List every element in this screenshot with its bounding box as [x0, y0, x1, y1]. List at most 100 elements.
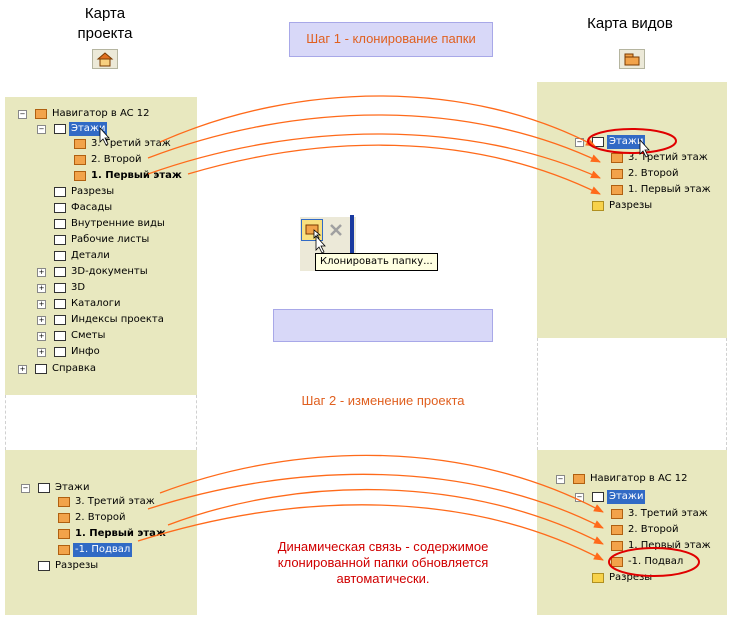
- clone-folder-icon: [305, 224, 322, 240]
- tree-item-label: 3. Третий этаж: [91, 138, 171, 149]
- tree-item-label: Детали: [71, 250, 110, 261]
- dynamic-link-description: Динамическая связь - содержимое клониров…: [233, 539, 533, 587]
- collapse-icon[interactable]: −: [575, 138, 584, 147]
- stories-icon: [592, 492, 604, 502]
- tree-item-label: 3. Третий этаж: [75, 496, 155, 507]
- house-icon: [573, 474, 585, 484]
- view-folder-icon: [624, 53, 640, 66]
- clone-tooltip: Клонировать папку...: [315, 253, 438, 271]
- tree-item-label: Этажи: [607, 490, 646, 504]
- separator-left: [5, 395, 197, 450]
- schedule-icon: [54, 299, 66, 309]
- delete-button[interactable]: [326, 220, 346, 240]
- folder-icon: [58, 545, 70, 555]
- tree-item-label: 1. Первый этаж: [628, 540, 711, 551]
- tree-item-label: Разрезы: [609, 200, 653, 211]
- stories-icon: [38, 483, 50, 493]
- tree-item-label: Навигатор в AC 12: [590, 473, 688, 484]
- folder-icon: [74, 171, 86, 181]
- yellow-folder-icon: [592, 573, 604, 583]
- link-arrow: [147, 114, 601, 163]
- expand-icon[interactable]: +: [37, 300, 46, 309]
- folder-icon: [611, 541, 623, 551]
- project-map-button[interactable]: [92, 49, 118, 69]
- expand-icon[interactable]: +: [37, 284, 46, 293]
- tree-item-label: -1. Подвал: [73, 543, 133, 557]
- tree-item-label: Разрезы: [609, 572, 653, 583]
- tree-item-label: Фасады: [71, 202, 113, 213]
- project-map-heading: Карта проекта: [50, 4, 160, 44]
- expand-icon[interactable]: +: [37, 348, 46, 357]
- expand-icon[interactable]: +: [37, 316, 46, 325]
- close-icon: [330, 224, 342, 236]
- tree-item-label: 1. Первый этаж: [628, 184, 711, 195]
- expand-icon[interactable]: +: [18, 365, 27, 374]
- interior-icon: [54, 219, 66, 229]
- folder-icon: [611, 509, 623, 519]
- tree-item-label: 1. Первый этаж: [75, 528, 166, 539]
- tree-item-label: Рабочие листы: [71, 234, 150, 245]
- folder-icon: [611, 557, 623, 567]
- tree-item-label: Индексы проекта: [71, 314, 164, 325]
- view-map-heading: Карта видов: [587, 15, 673, 32]
- folder-icon: [611, 169, 623, 179]
- tree-item-label: 1. Первый этаж: [91, 170, 182, 181]
- tree-item-label: Этажи: [607, 135, 646, 149]
- folder-icon: [611, 153, 623, 163]
- clone-toolbar-edge: [350, 215, 354, 271]
- tree-item-label: 2. Второй: [91, 154, 142, 165]
- link-arrow: [147, 473, 604, 529]
- detail-icon: [54, 251, 66, 261]
- help-icon: [35, 364, 47, 374]
- elevation-icon: [54, 203, 66, 213]
- tree-item-label: 2. Второй: [628, 168, 679, 179]
- folder-icon: [611, 525, 623, 535]
- tree-item-label: Сметы: [71, 330, 106, 341]
- step1-label: Шаг 1 - клонирование папки: [306, 31, 476, 46]
- step2-box: [273, 309, 493, 342]
- tree-item-label: 3. Третий этаж: [628, 152, 708, 163]
- tree-item-label: 3D-документы: [71, 266, 148, 277]
- tree-item-label: Каталоги: [71, 298, 121, 309]
- tree-item-label: Навигатор в AC 12: [52, 108, 150, 119]
- clone-button[interactable]: [301, 219, 323, 241]
- folder-icon: [58, 497, 70, 507]
- expand-icon[interactable]: +: [37, 268, 46, 277]
- view-map-button[interactable]: [619, 49, 645, 69]
- collapse-icon[interactable]: −: [556, 475, 565, 484]
- tree-item-label: -1. Подвал: [628, 556, 684, 567]
- collapse-icon[interactable]: −: [575, 493, 584, 502]
- yellow-folder-icon: [592, 201, 604, 211]
- house-icon: [96, 52, 114, 67]
- step2-label: Шаг 2 - изменение проекта: [301, 393, 465, 408]
- section-icon: [54, 187, 66, 197]
- description-line2: клонированной папки обновляется: [277, 555, 489, 570]
- tree-item-label: Справка: [52, 363, 97, 374]
- project-map-heading-line2: проекта: [77, 25, 133, 42]
- house-icon: [35, 109, 47, 119]
- tree-item-label: 2. Второй: [628, 524, 679, 535]
- tree-item-label: 2. Второй: [75, 512, 126, 523]
- collapse-icon[interactable]: −: [37, 125, 46, 134]
- stories-icon: [592, 137, 604, 147]
- project-map-heading-line1: Карта: [84, 5, 126, 22]
- stories-icon: [54, 124, 66, 134]
- info-icon: [54, 347, 66, 357]
- tree-item-label: Этажи: [55, 482, 90, 493]
- link-arrow: [159, 95, 596, 147]
- 3d-doc-icon: [54, 267, 66, 277]
- tree-item-label: Инфо: [71, 346, 100, 357]
- 3d-icon: [54, 283, 66, 293]
- collapse-icon[interactable]: −: [18, 110, 27, 119]
- index-icon: [54, 315, 66, 325]
- folder-icon: [74, 139, 86, 149]
- step1-box: [289, 22, 493, 57]
- tree-item-label: 3. Третий этаж: [628, 508, 708, 519]
- tree-item-label: 3D: [71, 282, 86, 293]
- expand-icon[interactable]: +: [37, 332, 46, 341]
- tree-item-label: Этажи: [69, 122, 108, 136]
- separator-right: [537, 338, 727, 450]
- collapse-icon[interactable]: −: [21, 484, 30, 493]
- folder-icon: [58, 513, 70, 523]
- link-arrow: [147, 133, 601, 179]
